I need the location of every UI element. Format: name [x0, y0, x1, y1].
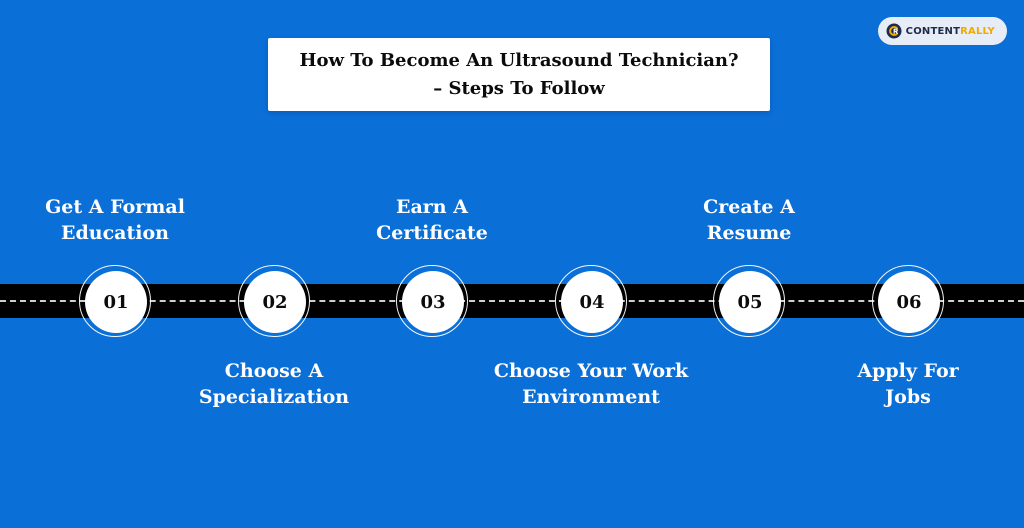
step-node-1: 01	[79, 265, 151, 337]
step-node-4: 04	[555, 265, 627, 337]
step-label-2: Choose A Specialization	[164, 358, 384, 410]
step-number-5: 05	[719, 271, 781, 333]
step-label-4-line-2: Environment	[522, 386, 660, 408]
brand-name-main: CONTENT	[905, 25, 961, 37]
step-number-6: 06	[878, 271, 940, 333]
step-number-1: 01	[85, 271, 147, 333]
step-number-3: 03	[402, 271, 464, 333]
step-node-3: 03	[396, 265, 468, 337]
step-label-4-line-1: Choose Your Work	[493, 360, 689, 382]
step-label-6-line-2: Jobs	[885, 386, 931, 408]
step-label-4: Choose Your Work Environment	[481, 358, 701, 410]
step-node-6: 06	[872, 265, 944, 337]
step-label-6: Apply For Jobs	[798, 358, 1018, 410]
step-label-1-line-1: Get A Formal	[45, 196, 185, 218]
road-center-line	[0, 300, 1024, 302]
road	[0, 284, 1024, 318]
step-label-1: Get A Formal Education	[5, 194, 225, 246]
step-label-3-line-2: Certificate	[376, 222, 488, 244]
step-node-5: 05	[713, 265, 785, 337]
contentrally-logo-icon	[886, 23, 902, 39]
title-line-2: – Steps To Follow	[433, 77, 605, 99]
title-line-1: How To Become An Ultrasound Technician?	[299, 49, 739, 71]
step-label-3: Earn A Certificate	[322, 194, 542, 246]
step-label-5-line-1: Create A	[703, 196, 795, 218]
step-node-2: 02	[238, 265, 310, 337]
step-label-5: Create A Resume	[639, 194, 859, 246]
brand-name-accent: RALLY	[960, 25, 995, 37]
step-label-3-line-1: Earn A	[396, 196, 468, 218]
step-label-2-line-1: Choose A	[224, 360, 324, 382]
step-label-2-line-2: Specialization	[198, 386, 350, 408]
step-number-4: 04	[561, 271, 623, 333]
step-number-2: 02	[244, 271, 306, 333]
step-label-5-line-2: Resume	[706, 222, 792, 244]
title-box: How To Become An Ultrasound Technician? …	[268, 38, 770, 111]
step-label-1-line-2: Education	[61, 222, 169, 244]
step-label-6-line-1: Apply For	[857, 360, 959, 382]
